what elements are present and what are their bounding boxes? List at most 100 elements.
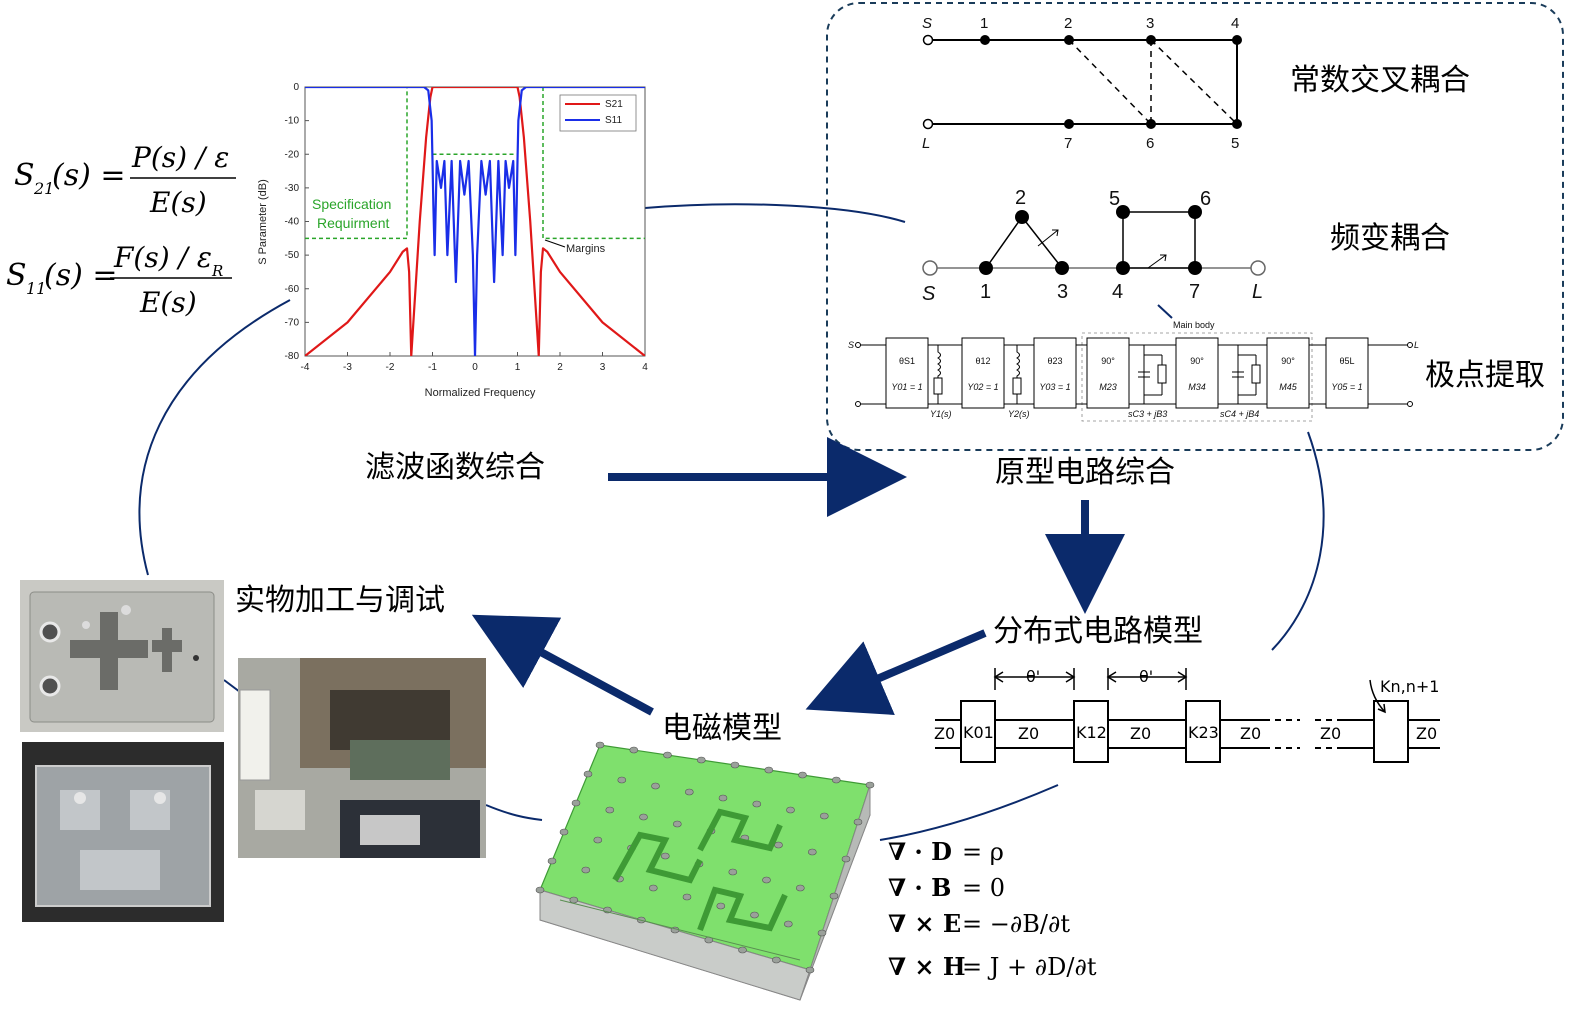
screw [583, 770, 593, 778]
topo1-node-4: 4 [1231, 15, 1239, 32]
arrow-to-em-model [805, 629, 987, 715]
svg-text:F(s) / ε: F(s) / ε [113, 241, 212, 274]
screw [663, 751, 672, 759]
distributed-circuit: θ' θ' Z0 K01 Z0 K12 Z0 K23 Z0 Z0 Z0 Kn,n… [934, 667, 1440, 763]
topo1-node-7: 7 [1064, 135, 1072, 152]
eq2-rhs: = 0 [962, 874, 1005, 902]
k23-label: K23 [1188, 723, 1219, 742]
shunt-label-y1: Y1(s) [930, 409, 952, 419]
loop-curve-bottom [879, 784, 1059, 841]
pole-block [961, 337, 1005, 409]
screw [762, 876, 771, 884]
series-s11 [305, 87, 645, 356]
topo2-load: L [1252, 281, 1263, 303]
chart-legend: S21 S11 [559, 94, 637, 132]
s21-formula: S 21 (s) = P(s) / ε E(s) [14, 141, 236, 219]
screw [535, 886, 545, 894]
x-tick-label: -1 [428, 362, 437, 373]
screw [853, 818, 863, 826]
shunt-label-c4: sC4 + jB4 [1220, 409, 1259, 419]
eq1-rhs: = ρ [962, 838, 1004, 866]
topo1-node-5: 5 [1231, 135, 1239, 152]
pole-block [1175, 337, 1219, 409]
topo2-node-6: 6 [1200, 188, 1211, 210]
x-axis-label: Normalized Frequency [425, 387, 536, 399]
topo2-node-1: 1 [980, 281, 991, 303]
screw [819, 812, 829, 820]
fabrication-label: 实物加工与调试 [235, 583, 445, 618]
main-body-label: Main body [1173, 320, 1215, 330]
loop-curve-photo-left [223, 679, 241, 693]
svg-text:S: S [6, 258, 27, 293]
pole-load: L [1414, 340, 1419, 350]
screw [571, 799, 581, 807]
screw [716, 902, 726, 910]
topo2-node-2: 2 [1015, 187, 1026, 209]
svg-text:S: S [14, 158, 35, 193]
pole-block-top-label: θS1 [899, 356, 915, 366]
screw [771, 956, 781, 964]
cross-coupling-topology: S 1 2 3 4 L 7 6 5 [922, 15, 1242, 152]
pole-block [1266, 337, 1310, 409]
shunt-label-y2: Y2(s) [1008, 409, 1030, 419]
freq-variant-coupling-label: 频变耦合 [1330, 221, 1450, 256]
y-tick-label: -50 [285, 250, 300, 261]
svg-text:E(s): E(s) [139, 286, 197, 319]
screw [841, 855, 851, 863]
screw [805, 966, 815, 974]
screw [798, 771, 807, 779]
z0-label-2: Z0 [1018, 724, 1039, 743]
screw [581, 866, 591, 874]
screw [605, 806, 615, 814]
eq2-lhs: ∇ · B [888, 873, 951, 902]
z0-label-6: Z0 [1416, 724, 1437, 743]
screw [617, 776, 627, 784]
pole-block-bottom-label: M34 [1188, 382, 1206, 392]
screw [750, 911, 759, 919]
screw [593, 836, 603, 844]
kn-label: Kn,n+1 [1380, 677, 1439, 696]
topo1-node-1: 1 [980, 15, 988, 32]
legend-s11: S11 [605, 115, 622, 126]
x-tick-label: 3 [600, 362, 606, 373]
arrow-to-fabrication [471, 614, 654, 716]
svg-text:R: R [211, 262, 223, 280]
topo1-node-3: 3 [1146, 15, 1154, 32]
topo2-node-7: 7 [1189, 281, 1200, 303]
y-tick-label: -70 [285, 317, 300, 328]
pole-block-bottom-label: M45 [1279, 382, 1298, 392]
pole-block-bottom-label: Y03 = 1 [1039, 382, 1070, 392]
screw [752, 800, 762, 808]
y-tick-label: -20 [285, 149, 300, 160]
svg-text:(s) =: (s) = [44, 258, 117, 293]
y-tick-label: 0 [293, 82, 299, 93]
screw [696, 756, 706, 764]
legend-s21: S21 [605, 99, 623, 110]
screw [795, 884, 805, 892]
const-cross-coupling-label: 常数交叉耦合 [1290, 63, 1470, 98]
pole-block-bottom-label: Y05 = 1 [1331, 382, 1362, 392]
screw [672, 820, 682, 828]
topo1-node-2: 2 [1064, 15, 1072, 32]
pole-block [1325, 337, 1369, 409]
screw [559, 828, 569, 836]
svg-text:E(s): E(s) [149, 186, 207, 219]
screw [831, 776, 841, 784]
freq-variant-topology: 2 1 3 5 6 4 7 S L [922, 187, 1266, 305]
k12-label: K12 [1076, 723, 1107, 742]
pole-source: S [848, 340, 854, 350]
pole-block-bottom-label: M23 [1099, 382, 1117, 392]
margins-label: Margins [566, 243, 606, 255]
fabricated-filter-photo-2 [22, 742, 224, 922]
svg-text:21: 21 [33, 179, 54, 198]
screw [764, 766, 774, 774]
screw [865, 781, 875, 789]
eq4-lhs: ∇ × H [888, 952, 966, 981]
shunt-label-c3: sC3 + jB3 [1128, 409, 1167, 419]
z0-label-3: Z0 [1130, 724, 1151, 743]
x-tick-label: -4 [301, 362, 310, 373]
y-tick-label: -60 [285, 284, 300, 295]
topo2-source: S [922, 283, 936, 305]
